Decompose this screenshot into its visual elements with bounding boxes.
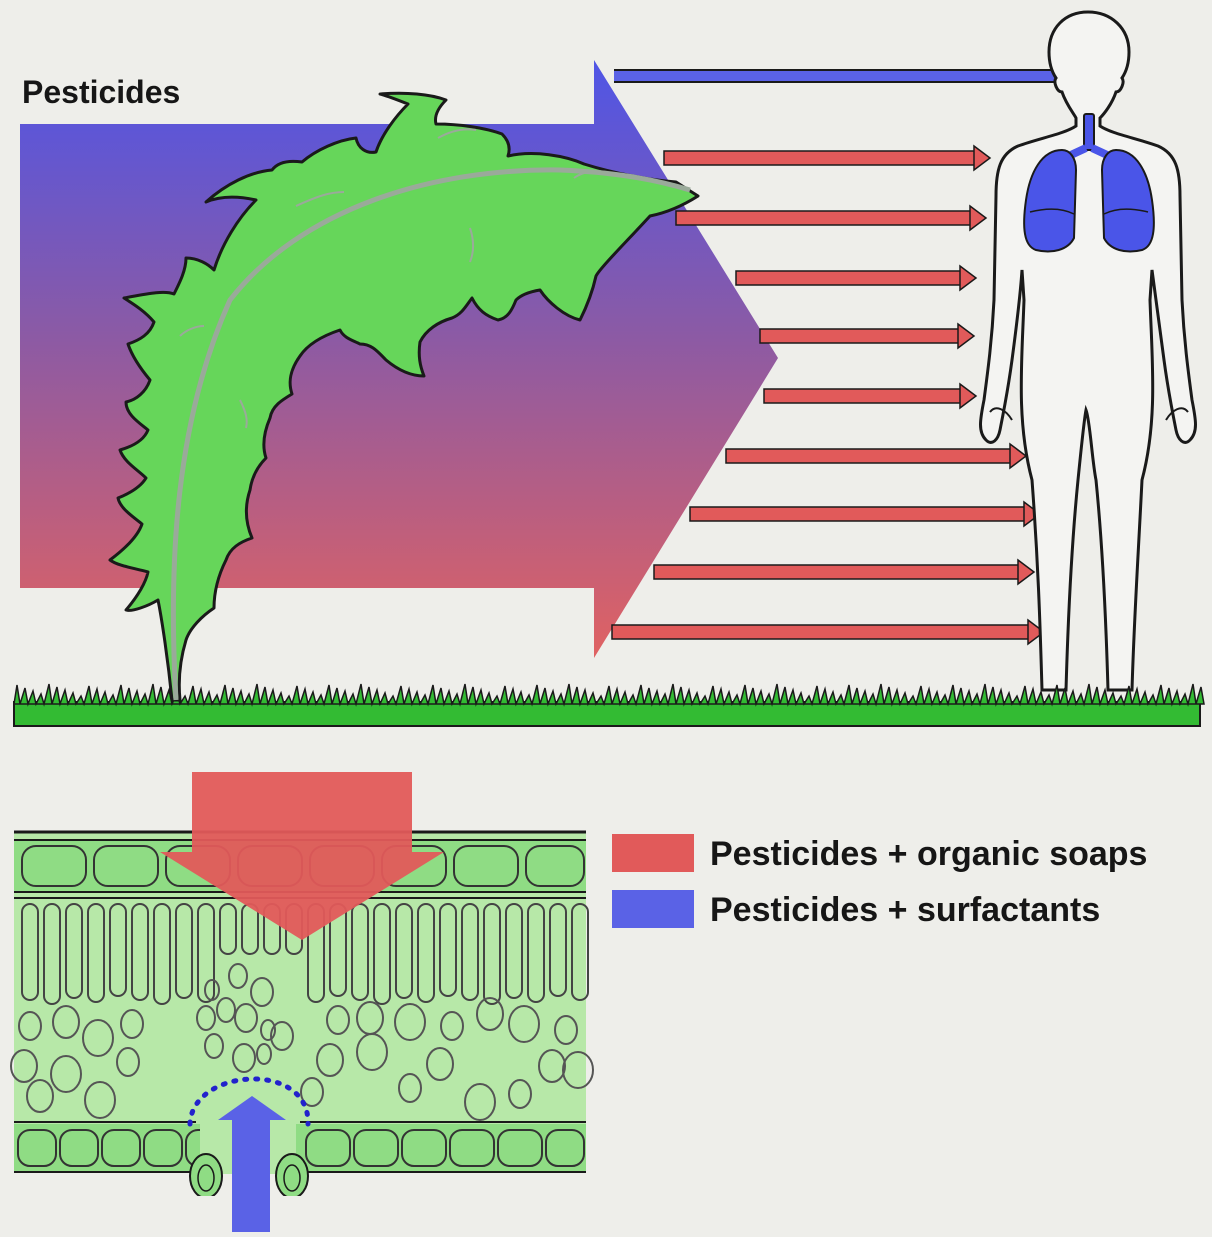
diagram-title: Pesticides [22, 74, 180, 111]
exposure-arrow [612, 620, 1044, 644]
exposure-arrow [676, 206, 986, 230]
exposure-arrow [654, 560, 1034, 584]
exposure-arrow [690, 502, 1040, 526]
exposure-arrow [764, 384, 976, 408]
legend-swatch-blue [612, 890, 694, 928]
legend-label: Pesticides + organic soaps [710, 834, 1147, 874]
legend-label: Pesticides + surfactants [710, 890, 1100, 930]
exposure-arrow [736, 266, 976, 290]
exposure-arrow [726, 444, 1026, 468]
legend-swatch-red [612, 834, 694, 872]
grass [14, 684, 1204, 726]
inhalation-arrow [614, 76, 1106, 114]
leaf-cross-section [11, 772, 593, 1232]
exposure-arrow [664, 146, 990, 170]
exposure-arrow [760, 324, 974, 348]
